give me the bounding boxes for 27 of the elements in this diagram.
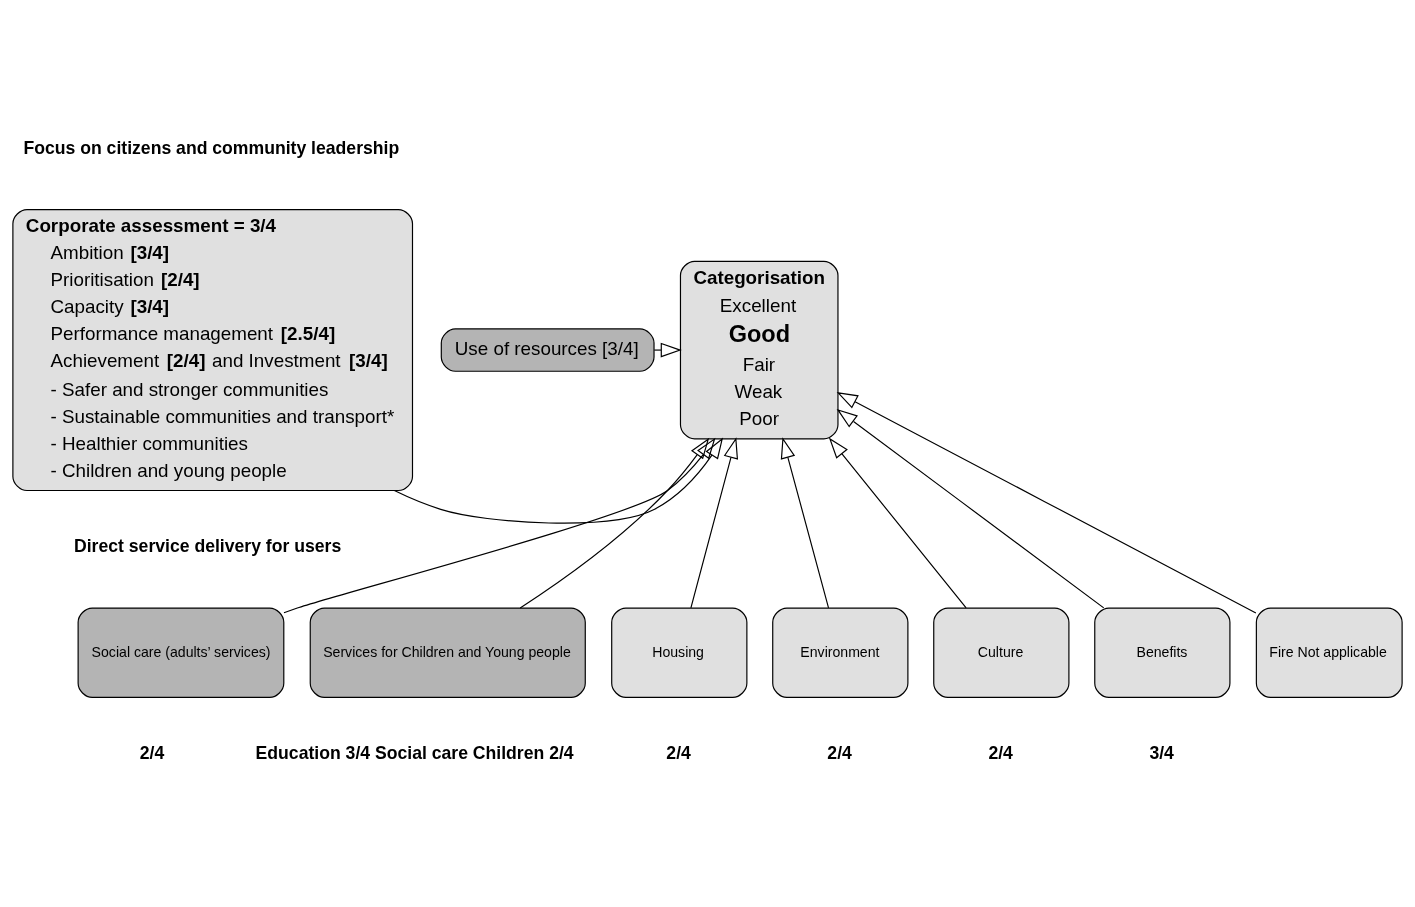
arrow: [653, 342, 682, 358]
node-box: Use of resources [3/4]: [440, 328, 655, 372]
label: Focus on citizens and community leadership: [23, 137, 400, 158]
node-box: Categorisation Excellent Good Fair Weak Poor: [679, 260, 839, 440]
arrow: [780, 437, 830, 609]
arrow: [283, 437, 716, 614]
node-box: Benefits: [1094, 607, 1231, 698]
arrow: [828, 437, 967, 609]
node-label: Education 3/4 Social care Children 2/4: [255, 743, 574, 764]
node-label: 2/4: [139, 743, 165, 764]
node-box: Services for Children and Young people: [309, 607, 586, 698]
node-label: 2/4: [988, 743, 1013, 764]
node-label: 2/4: [827, 743, 852, 764]
arrow: [393, 437, 724, 524]
node-box: Housing: [611, 607, 748, 698]
arrow: [519, 437, 710, 609]
node-box: Environment: [772, 607, 909, 698]
node-label: 3/4: [1149, 743, 1174, 764]
arrow: [836, 408, 1105, 609]
arrow: [690, 437, 739, 609]
node-box: Corporate assessment = 3/4 Ambition [3/4] Prioritisation [2/4] Capacity [3/4] Performance management [2.5/4] Achievement [2/4] and Investment [3/4] - Safer and stronger communities - Sustainable communities and transport* - Healthier communities - Children and young people: [12, 209, 414, 492]
node-box: Social care (adults’ services): [77, 607, 285, 698]
arrow: [836, 392, 1257, 614]
node-box: Culture: [933, 607, 1070, 698]
label: Direct service delivery for users: [74, 536, 342, 557]
node-label: 2/4: [666, 743, 691, 764]
node-box: Fire Not applicable: [1255, 607, 1403, 698]
